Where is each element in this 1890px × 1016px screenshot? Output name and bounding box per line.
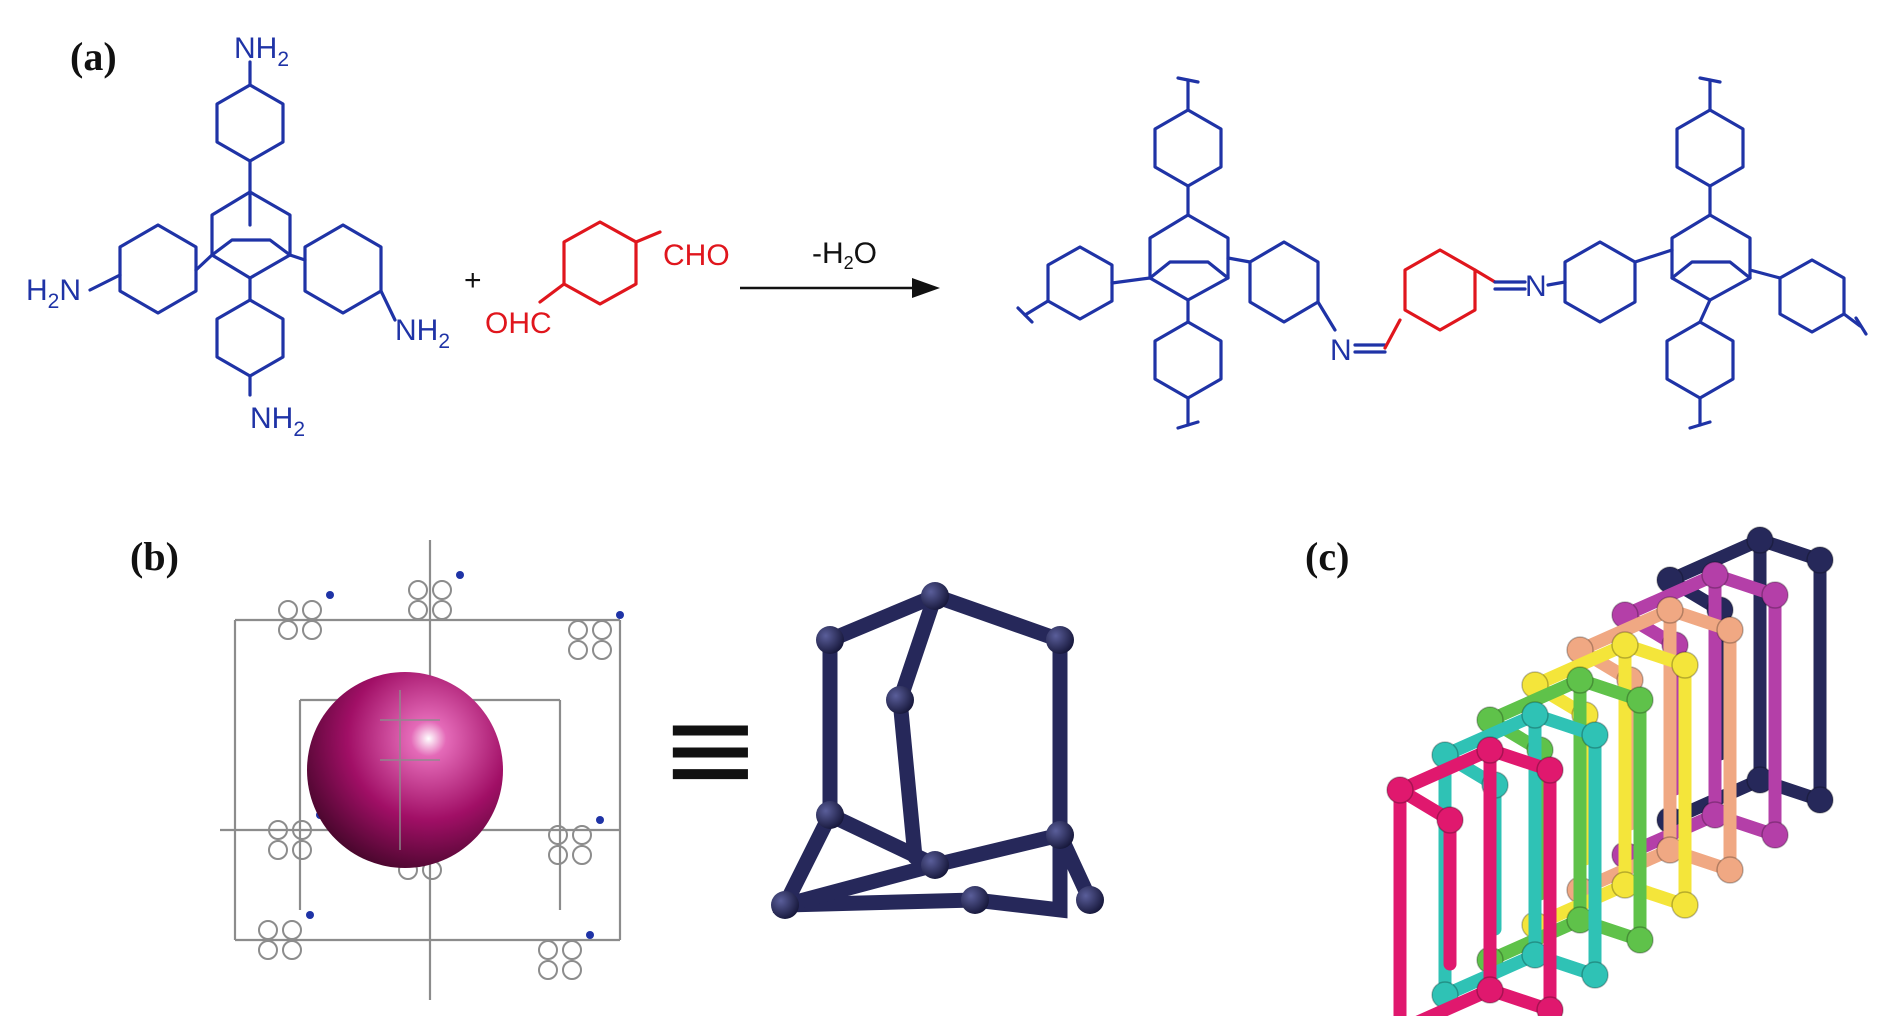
amine-right: NH2 [395, 314, 450, 353]
panel-a: (a) NH2 H2N NH2 N [26, 32, 1868, 441]
imine-n-right: N [1525, 270, 1547, 303]
aldehyde-ohc: OHC [485, 307, 552, 340]
framework-node [258, 911, 314, 960]
aldehyde-cho: CHO [663, 239, 730, 272]
framework-node [268, 811, 324, 860]
panel-c: (c) [1305, 526, 1834, 1016]
arrow-label: -H2O [812, 237, 877, 273]
net-7 [1386, 736, 1564, 1016]
plus-sign: + [464, 264, 482, 297]
reaction-arrow: -H2O [740, 237, 940, 298]
panel-b-label: (b) [130, 534, 179, 579]
adamantane-cage [771, 582, 1104, 919]
framework-node [408, 571, 464, 620]
panel-a-label: (a) [70, 34, 117, 79]
imine-n-left: N [1330, 334, 1352, 367]
cof-product-fragment: N N [1016, 76, 1868, 430]
interpenetrated-nets [1386, 526, 1834, 1016]
pore-sphere [307, 672, 503, 868]
tetra-amine-monomer: NH2 H2N NH2 NH2 [26, 32, 450, 441]
panel-b: (b) ≡ [130, 534, 1104, 1000]
panel-c-label: (c) [1305, 534, 1349, 579]
framework-node [278, 591, 334, 640]
framework-node [568, 611, 624, 660]
amine-bottom: NH2 [250, 402, 305, 441]
framework-node [548, 816, 604, 865]
framework-model [220, 540, 624, 1000]
terephthalaldehyde: CHO OHC [485, 220, 730, 340]
amine-left: H2N [26, 274, 81, 313]
amine-top: NH2 [234, 32, 289, 71]
framework-node [538, 931, 594, 980]
equivalence-symbol: ≡ [660, 680, 761, 819]
